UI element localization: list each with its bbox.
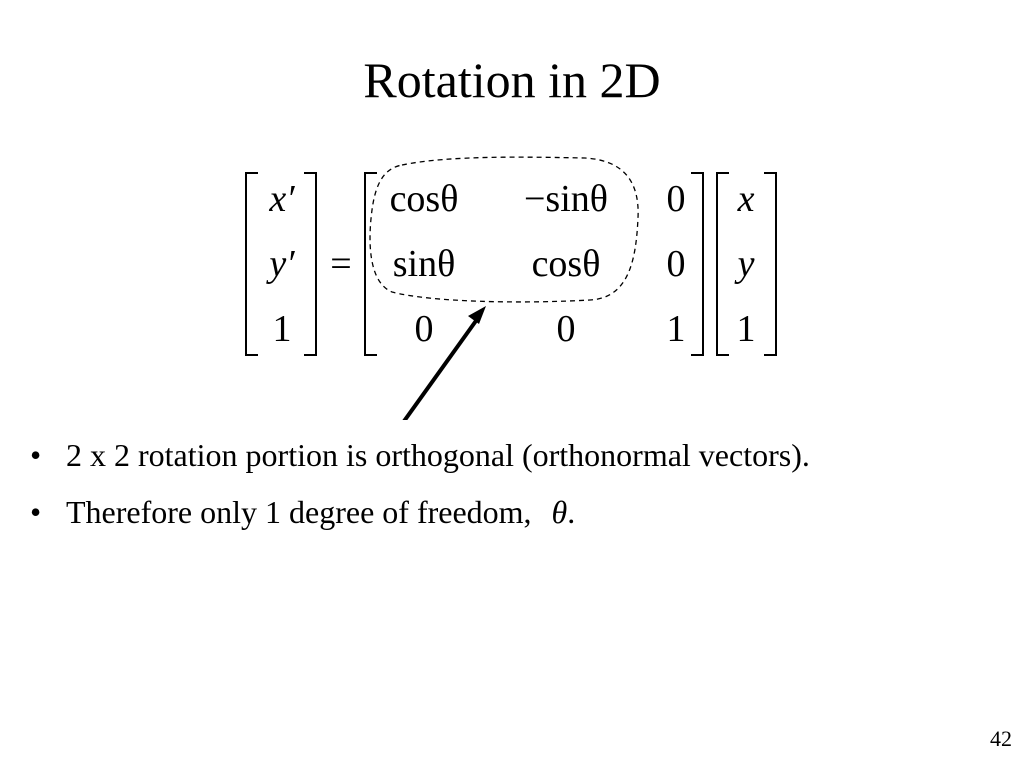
bullet-item: • Therefore only 1 degree of freedom, θ.: [30, 492, 810, 532]
bullet-item: • 2 x 2 rotation portion is orthogonal (…: [30, 435, 810, 475]
rhs-right-bracket: [764, 172, 777, 356]
bullet-marker: •: [30, 494, 42, 530]
bullet-text: Therefore only 1 degree of freedom,: [66, 494, 532, 530]
matrix-cell-r1c3: 0: [667, 178, 686, 220]
lhs-x-prime: x′: [268, 178, 295, 220]
matrix-cell-r1c1: cosθ: [390, 178, 459, 220]
matrix-left-bracket: [364, 172, 377, 356]
lhs-y-prime: y′: [265, 243, 295, 285]
bullet-marker: •: [30, 437, 42, 473]
theta-symbol: θ: [551, 494, 568, 530]
rhs-y: y: [734, 243, 755, 285]
page-number: 42: [990, 726, 1012, 751]
matrix-cell-r1c2: −sinθ: [524, 178, 608, 220]
pointer-arrow-line: [402, 316, 480, 420]
matrix-cell-r2c2: cosθ: [532, 243, 601, 285]
rotation-block-dashed-outline: [369, 156, 639, 303]
rhs-one: 1: [737, 308, 756, 350]
bullet-suffix: .: [567, 494, 576, 530]
equals-sign: =: [330, 243, 351, 285]
lhs-right-bracket: [304, 172, 317, 356]
rhs-left-bracket: [716, 172, 729, 356]
lhs-left-bracket: [245, 172, 258, 356]
matrix-cell-r2c3: 0: [667, 243, 686, 285]
matrix-cell-r3c1: 0: [415, 308, 434, 350]
bullet-list: • 2 x 2 rotation portion is orthogonal (…: [30, 435, 810, 549]
rhs-x: x: [737, 178, 755, 220]
pointer-arrow-head: [468, 306, 486, 324]
rotation-equation: x′ y′ 1 = cosθ −sinθ 0 sinθ cosθ 0 0 0 1…: [245, 156, 777, 420]
slide-title: Rotation in 2D: [363, 52, 661, 108]
matrix-cell-r3c3: 1: [667, 308, 686, 350]
matrix-cell-r2c1: sinθ: [393, 243, 456, 285]
matrix-cell-r3c2: 0: [557, 308, 576, 350]
bullet-text: 2 x 2 rotation portion is orthogonal (or…: [66, 437, 810, 473]
lhs-one: 1: [273, 308, 292, 350]
matrix-right-bracket: [691, 172, 704, 356]
